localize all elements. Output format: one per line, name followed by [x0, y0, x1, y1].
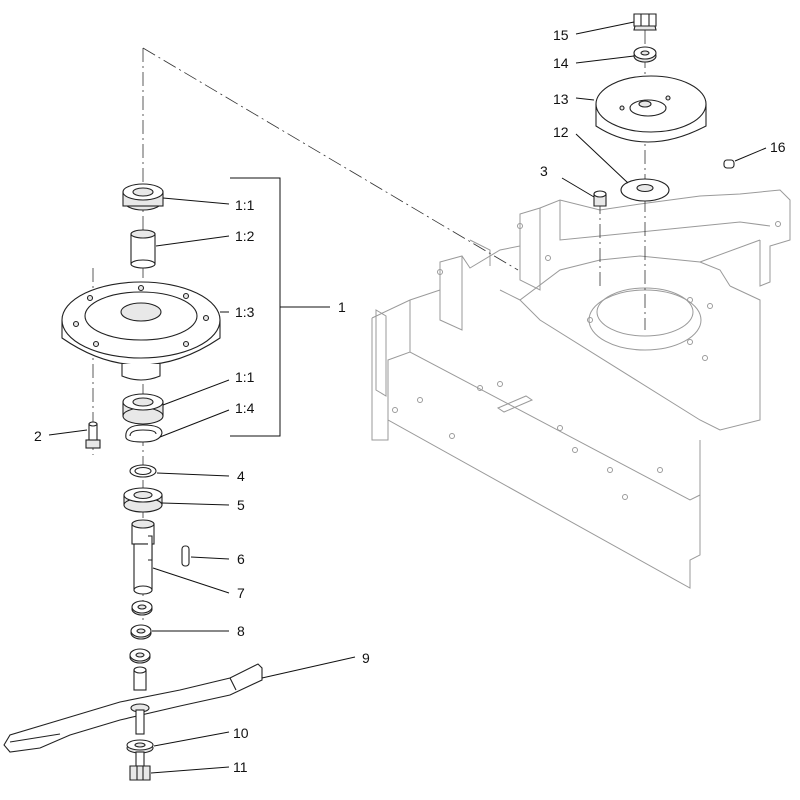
leader-lines	[48, 21, 767, 774]
callout-14: 14	[553, 55, 569, 71]
blade-bolt-11	[129, 751, 151, 781]
washer-10	[126, 739, 154, 754]
callout-1-1-bottom: 1:1	[235, 369, 255, 385]
callout-1-2: 1:2	[235, 228, 255, 244]
spindle-assembly	[3, 183, 263, 781]
callout-3: 3	[540, 163, 548, 179]
nut-3	[593, 190, 607, 207]
pin-16	[723, 159, 735, 169]
bolt-2	[85, 421, 101, 449]
callout-4: 4	[237, 468, 245, 484]
callout-16: 16	[770, 139, 786, 155]
mower-deck-ghost	[371, 189, 791, 589]
washer-4	[129, 464, 157, 478]
callout-9: 9	[362, 650, 370, 666]
callout-labels: 1 1:1 1:2 1:3 1:1 1:4 2 3 4 5 6 7 8 9 10…	[34, 27, 786, 775]
callout-10: 10	[233, 725, 249, 741]
callout-6: 6	[237, 551, 245, 567]
callout-8: 8	[237, 623, 245, 639]
seal-5	[123, 487, 163, 513]
callout-1-1-top: 1:1	[235, 197, 255, 213]
nut-15	[633, 13, 657, 31]
pulley-assembly	[593, 13, 735, 207]
washer-14	[633, 46, 657, 63]
spindle-shaft	[131, 519, 155, 595]
callout-12: 12	[553, 124, 569, 140]
callout-1: 1	[338, 299, 346, 315]
spindle-housing	[61, 281, 221, 381]
assembly-bracket	[230, 177, 330, 437]
blade-bolt-shank	[133, 666, 147, 735]
callout-5: 5	[237, 497, 245, 513]
callout-7: 7	[237, 585, 245, 601]
callout-13: 13	[553, 91, 569, 107]
mower-blade	[3, 663, 263, 753]
callout-15: 15	[553, 27, 569, 43]
washer-12	[620, 178, 670, 202]
callout-11: 11	[233, 759, 248, 775]
callout-1-4: 1:4	[235, 400, 255, 416]
pulley-13	[595, 75, 707, 143]
snap-ring	[125, 424, 163, 443]
bearing-top	[122, 183, 164, 211]
key-pin	[181, 545, 190, 567]
callout-1-3: 1:3	[235, 304, 255, 320]
bearing-bottom	[122, 393, 164, 425]
callout-2: 2	[34, 428, 42, 444]
washers-8	[129, 600, 153, 664]
spacer-tube	[130, 229, 156, 269]
